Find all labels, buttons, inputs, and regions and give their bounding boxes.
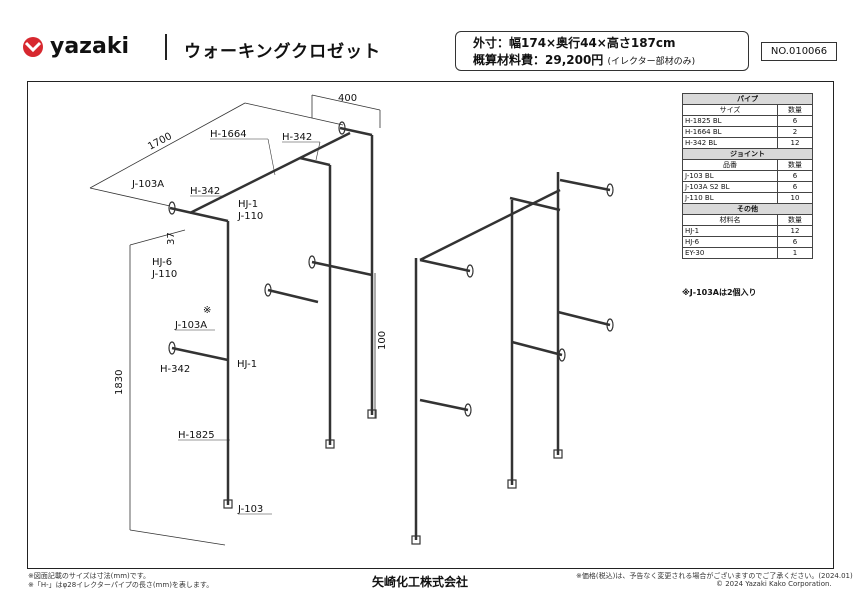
label-hj1-top: HJ-1	[238, 199, 258, 210]
table-note: ※J-103Aは2個入り	[682, 288, 757, 297]
yazaki-logo-icon	[23, 36, 43, 57]
label-j103-bottom: J-103	[237, 504, 263, 515]
dim-spacing: 100	[377, 331, 388, 350]
label-j110-mid: J-110	[151, 269, 177, 280]
spec-box	[455, 31, 749, 71]
leader-lines	[175, 138, 321, 515]
label-hj6: HJ-6	[152, 257, 172, 268]
label-h342-top: H-342	[282, 132, 312, 143]
label-hj1-low: HJ-1	[237, 359, 257, 370]
material-cost: 概算材料費：29,200円 (イレクター部材のみ)	[473, 51, 695, 68]
label-j110-top: J-110	[237, 211, 263, 222]
document-number: NO.010066	[761, 42, 837, 61]
footer-price-note: ※価格(税込)は、予告なく変更される場合がございますのでご了承ください。(202…	[576, 572, 853, 580]
material-cost-value: 概算材料費：29,200円	[473, 53, 604, 67]
right-assembly	[411, 172, 614, 545]
left-assembly	[89, 94, 381, 546]
label-j103a-low: J-103A	[174, 320, 207, 331]
brand-logo: yazaki	[22, 34, 129, 59]
label-note-mark: ※	[203, 305, 211, 316]
logo-text: yazaki	[50, 34, 130, 59]
label-h1825: H-1825	[178, 430, 215, 441]
page-title: ウォーキングクロゼット	[184, 42, 382, 62]
dim-height: 1830	[114, 370, 125, 395]
dim-depth: 400	[338, 93, 357, 104]
label-h342-low: H-342	[160, 364, 190, 375]
outer-dimensions: 外寸：幅174×奥行44×高さ187cm	[473, 36, 676, 50]
label-j103a-top: J-103A	[131, 179, 164, 190]
label-h342-mid: H-342	[190, 186, 220, 197]
footer-copyright: © 2024 Yazaki Kako Corporation.	[716, 580, 832, 588]
material-cost-note: (イレクター部材のみ)	[607, 57, 696, 67]
title-divider	[165, 34, 167, 60]
footer-note-2: ※「H-」はφ28イレクターパイプの長さ(mm)を表します。	[28, 581, 214, 589]
dim-gap: 37	[166, 232, 177, 245]
label-h1664: H-1664	[210, 129, 247, 140]
drawing-frame	[27, 81, 834, 569]
part-qty: 1	[777, 247, 813, 259]
footer-note-1: ※図面記載のサイズは寸法(mm)です。	[28, 572, 151, 580]
company-name: 矢崎化工株式会社	[372, 575, 469, 589]
